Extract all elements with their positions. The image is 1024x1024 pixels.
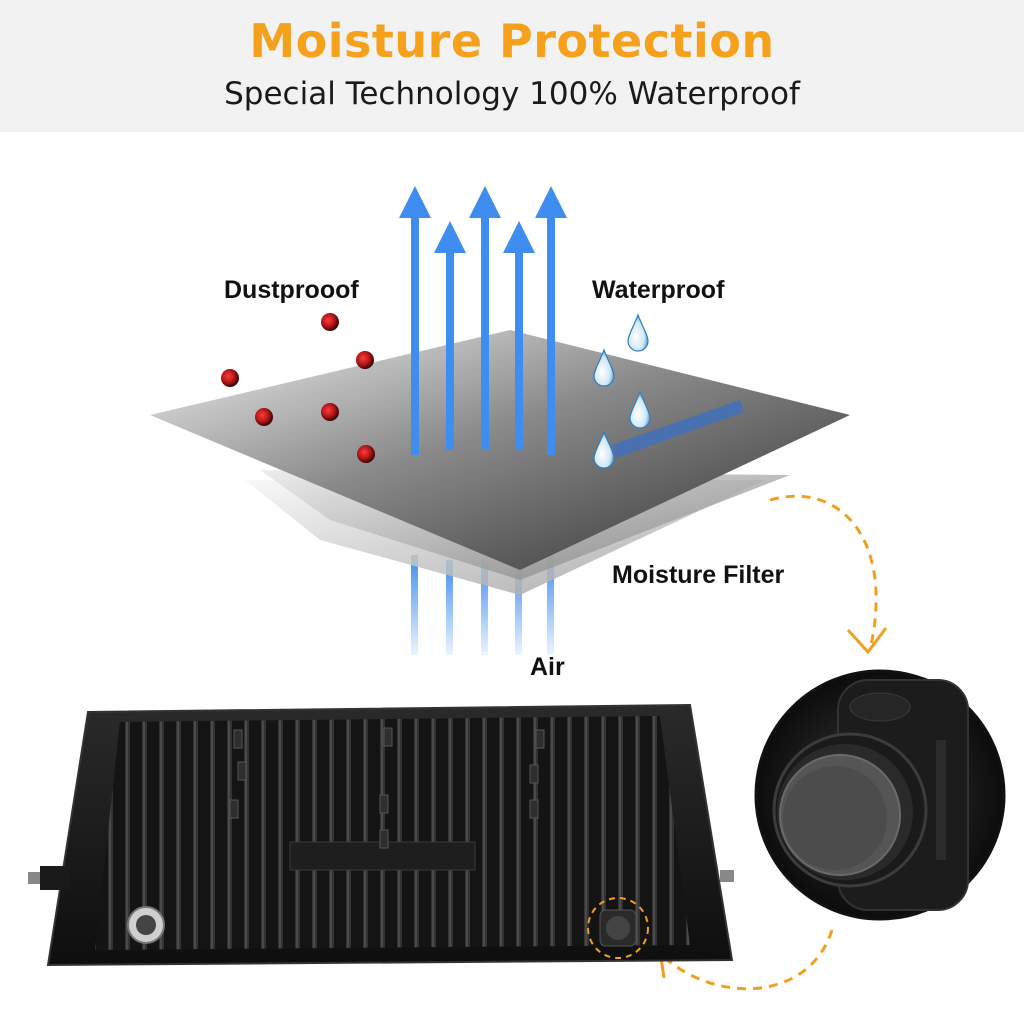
air-label: Air xyxy=(530,653,565,681)
page-subtitle: Special Technology 100% Waterproof xyxy=(224,76,800,112)
moisture-filter-label: Moisture Filter xyxy=(612,561,785,589)
header-banner: Moisture Protection Special Technology 1… xyxy=(0,0,1024,132)
dashed-arrowhead-top xyxy=(846,627,888,655)
page-title: Moisture Protection xyxy=(249,14,775,68)
vent-valve-zoom xyxy=(754,669,1006,921)
water-drop-icon xyxy=(593,313,651,469)
dashed-arrow-top xyxy=(769,494,878,651)
air-flow-lower xyxy=(411,555,554,655)
dust-particle-icon xyxy=(221,313,375,463)
dustproof-label: Dustprooof xyxy=(224,276,359,304)
dashed-arrow-bottom xyxy=(664,929,834,991)
floodlight-housing xyxy=(28,703,734,967)
air-flow-arrow-icon xyxy=(399,186,567,455)
water-deflect-bar xyxy=(612,400,744,458)
moisture-filter-layers xyxy=(150,330,850,595)
waterproof-label: Waterproof xyxy=(592,276,725,304)
